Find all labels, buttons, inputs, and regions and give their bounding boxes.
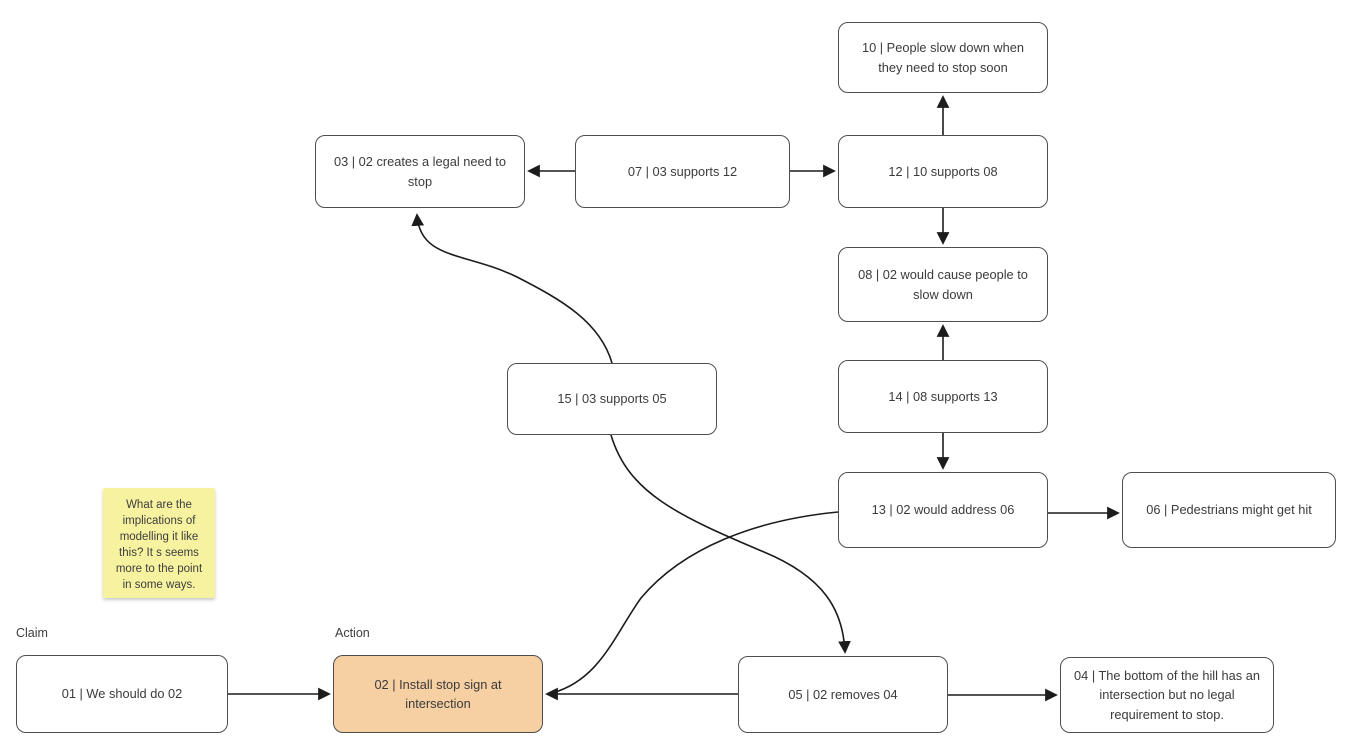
edge-13-to-02[interactable] (551, 511, 839, 694)
category-label-action: Action (335, 626, 370, 640)
node-07[interactable]: 07 | 03 supports 12 (575, 135, 790, 208)
node-02[interactable]: 02 | Install stop sign at intersection (333, 655, 543, 733)
category-label-claim: Claim (16, 626, 48, 640)
node-13[interactable]: 13 | 02 would address 06 (838, 472, 1048, 548)
sticky-note[interactable]: What are the implications of modelling i… (103, 488, 215, 598)
node-10[interactable]: 10 | People slow down when they need to … (838, 22, 1048, 93)
node-15[interactable]: 15 | 03 supports 05 (507, 363, 717, 435)
node-05[interactable]: 05 | 02 removes 04 (738, 656, 948, 733)
edge-15-to-05[interactable] (610, 434, 851, 654)
node-04[interactable]: 04 | The bottom of the hill has an inter… (1060, 657, 1274, 733)
node-06[interactable]: 06 | Pedestrians might get hit (1122, 472, 1336, 548)
node-03[interactable]: 03 | 02 creates a legal need to stop (315, 135, 525, 208)
edge-15-to-03[interactable] (411, 213, 613, 364)
node-01[interactable]: 01 | We should do 02 (16, 655, 228, 733)
node-14[interactable]: 14 | 08 supports 13 (838, 360, 1048, 433)
node-12[interactable]: 12 | 10 supports 08 (838, 135, 1048, 208)
node-08[interactable]: 08 | 02 would cause people to slow down (838, 247, 1048, 322)
